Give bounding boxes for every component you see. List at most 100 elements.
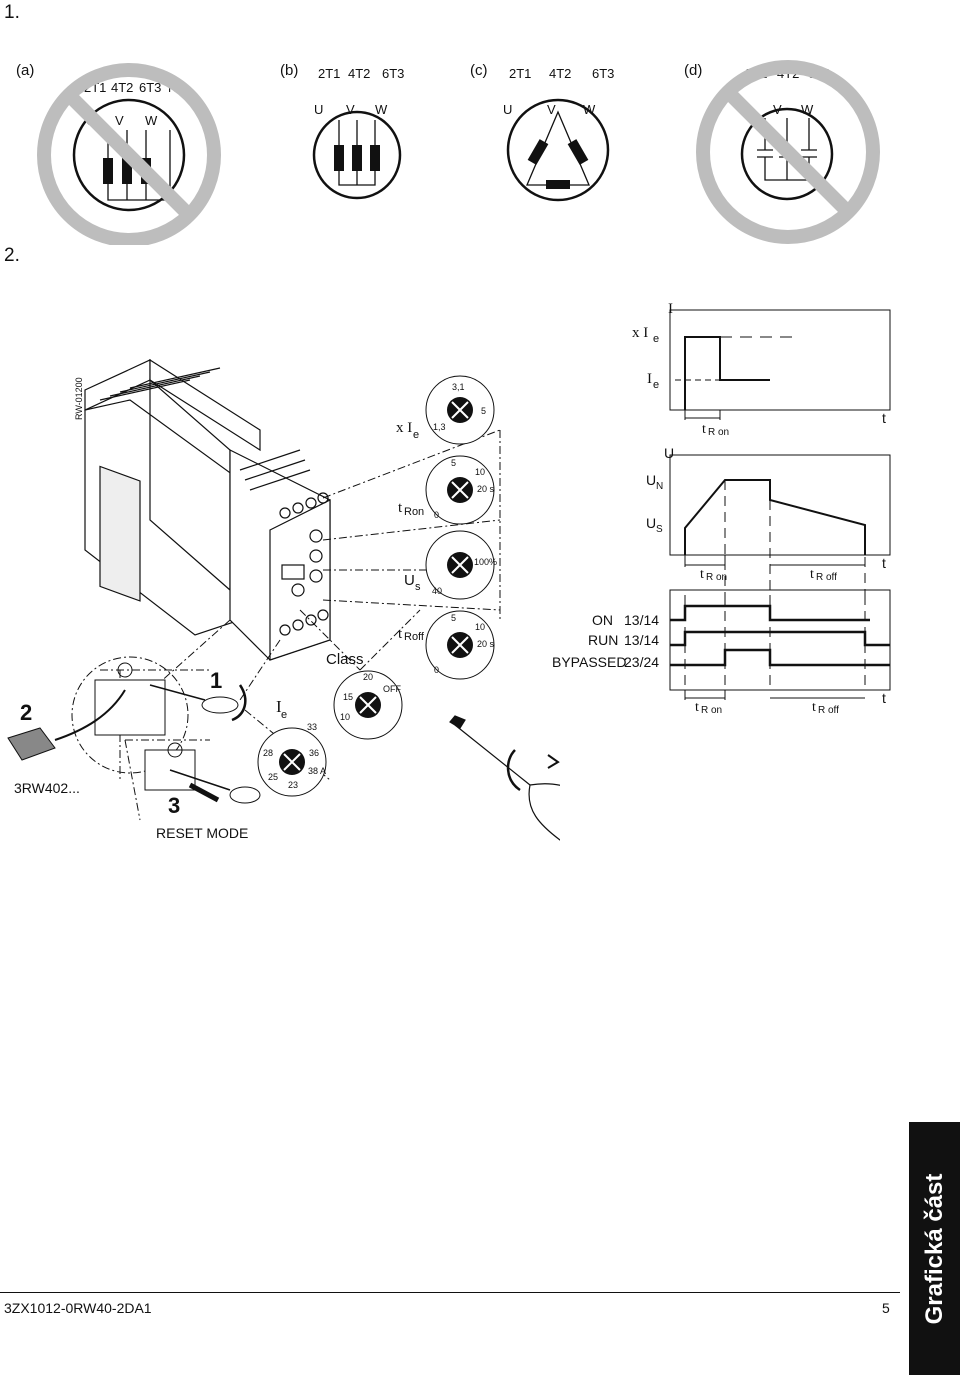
relay-on-terminal: 13/14 — [624, 612, 659, 628]
graph-current-y-low: I — [647, 371, 652, 387]
dial-us-tick-1: 40 — [432, 586, 442, 596]
graph-voltage-span2: t — [810, 567, 814, 582]
dial-t-roff-label: t — [398, 626, 403, 642]
variant-a-terminal-2: 4T2 — [111, 80, 133, 95]
graph-voltage-y-mark-sub: N — [656, 481, 663, 492]
graph-current-span-sub: R on — [708, 427, 729, 438]
dial-x-ie-tick-1: 1,3 — [433, 422, 446, 432]
dial-t-roff-sub: Roff — [404, 631, 425, 643]
variant-b-terminal-1: 2T1 — [318, 66, 340, 81]
dial-us-sub: s — [415, 581, 421, 593]
variant-c-terminal-1: 2T1 — [509, 66, 531, 81]
graph-voltage-trace — [684, 479, 866, 555]
relay-run-name: RUN — [588, 632, 618, 648]
graph-current-y-mark: x I — [632, 325, 648, 341]
dial-us[interactable]: U s 40 100% — [404, 530, 497, 600]
device-side-code: RW-01200 — [74, 377, 84, 420]
graph-voltage-x: t — [882, 555, 886, 571]
dial-ie-tick-5: 36 — [309, 748, 319, 758]
variant-b-label: (b) — [280, 62, 298, 79]
relay-run-trace — [670, 630, 890, 647]
step-3-inset — [124, 739, 261, 821]
dial-t-ron-tick-4: 20 s — [477, 484, 495, 494]
variant-d-motor-circle — [740, 107, 834, 201]
dial-x-ie-tick-3: 5 — [481, 406, 486, 416]
graph-voltage-span1-sub: R on — [706, 572, 727, 583]
ie-label-sub: e — [281, 709, 287, 721]
graph-voltage-y-low: U — [646, 515, 656, 531]
soft-starter-illustration: RW-01200 x I e 1,3 3,1 5 t Ron 0 5 — [7, 358, 560, 841]
dial-t-ron-tick-2: 5 — [451, 458, 456, 468]
relay-span2: t — [812, 700, 816, 715]
variant-b-phase-w: W — [375, 102, 388, 117]
variant-d-label: (d) — [684, 62, 702, 79]
dial-x-ie-tick-2: 3,1 — [452, 382, 465, 392]
dial-ie[interactable]: I e 23 25 28 33 36 38 A — [257, 697, 327, 797]
graph-current-y-top: I — [668, 301, 673, 317]
dial-class-tick-1: 10 — [340, 712, 350, 722]
graph-current-y-low-sub: e — [653, 379, 659, 391]
soft-starter-device — [84, 358, 331, 661]
screwdriver-icon — [449, 715, 560, 841]
dial-x-ie[interactable]: x I e 1,3 3,1 5 — [396, 375, 495, 445]
dial-ie-tick-2: 25 — [268, 772, 278, 782]
footer-rule — [0, 1292, 900, 1293]
step-1-inset — [71, 656, 247, 774]
dial-class[interactable]: Class 10 15 20 OFF — [326, 651, 403, 740]
section-tab-label: Grafická část — [920, 1173, 948, 1324]
graph-relays: ON 13/14 RUN 13/14 BYPASSED 23/24 t R on… — [552, 589, 891, 715]
step-1-number: 1 — [210, 668, 222, 693]
step-2-number: 2 — [20, 700, 32, 725]
variant-d: (d) 2T1 4T2 6T3 U V W — [684, 60, 880, 244]
variant-c-terminal-2: 4T2 — [549, 66, 571, 81]
dial-t-ron-tick-1: 0 — [434, 510, 439, 520]
graph-voltage: U U N U S t R on t R off t — [646, 445, 891, 595]
variant-b-phase-v: V — [346, 102, 355, 117]
variant-b-motor-circle — [312, 110, 402, 200]
relay-on-trace — [670, 604, 870, 622]
dial-t-ron-sub: Ron — [404, 506, 424, 518]
dial-x-ie-label: x I — [396, 420, 412, 436]
relay-on-name: ON — [592, 612, 613, 628]
dial-t-ron[interactable]: t Ron 0 5 10 20 s — [398, 455, 495, 525]
dial-t-roff-tick-1: 0 — [434, 665, 439, 675]
step-3-number: 3 — [168, 793, 180, 818]
dial-x-ie-sub: e — [413, 429, 419, 441]
relay-run-terminal: 13/14 — [624, 632, 659, 648]
relay-span1-sub: R on — [701, 705, 722, 715]
graph-current-span: t — [702, 422, 706, 437]
variant-b-terminal-3: 6T3 — [382, 66, 404, 81]
variant-c-motor-circle — [506, 98, 610, 202]
variant-c-label: (c) — [470, 62, 488, 79]
dial-ie-tick-6: 38 A — [308, 766, 326, 776]
graph-voltage-y-low-sub: S — [656, 524, 663, 535]
dial-us-label: U — [404, 572, 415, 589]
dial-t-roff-tick-3: 10 — [475, 622, 485, 632]
dial-t-roff-tick-2: 5 — [451, 613, 456, 623]
variant-c: (c) 2T1 4T2 6T3 U V W — [470, 62, 614, 202]
relay-bypassed-name: BYPASSED — [552, 654, 626, 670]
dial-class-tick-4: OFF — [383, 684, 401, 694]
section-2-number: 2. — [4, 245, 20, 266]
variant-a-phase-w: W — [145, 113, 158, 128]
graph-current: I x I e I e t R on t — [632, 301, 891, 438]
relay-bypassed-trace — [670, 648, 890, 667]
dial-ie-tick-1: 23 — [288, 780, 298, 790]
dial-t-roff[interactable]: t Roff 0 5 10 20 s — [398, 610, 495, 680]
variant-a-label: (a) — [16, 62, 34, 79]
graph-current-x: t — [882, 410, 886, 426]
section-1-number: 1. — [4, 2, 20, 23]
variant-a: (a) 2T1 4T2 6T3 N U V W — [16, 62, 221, 245]
variant-a-phase-v: V — [115, 113, 124, 128]
variant-c-terminal-3: 6T3 — [592, 66, 614, 81]
reset-mode-label[interactable]: RESET MODE — [156, 825, 249, 841]
dial-us-tick-2: 100% — [474, 557, 497, 567]
variant-a-motor-circle — [72, 98, 186, 212]
dial-ie-tick-4: 33 — [307, 722, 317, 732]
graph-voltage-span2-sub: R off — [816, 572, 837, 583]
variant-b: (b) 2T1 4T2 6T3 U V W — [280, 62, 404, 200]
variant-a-prohibited-icon — [37, 63, 221, 245]
graph-current-y-mark-sub: e — [653, 333, 659, 345]
relay-span2-sub: R off — [818, 705, 839, 715]
variant-a-terminal-3: 6T3 — [139, 80, 161, 95]
